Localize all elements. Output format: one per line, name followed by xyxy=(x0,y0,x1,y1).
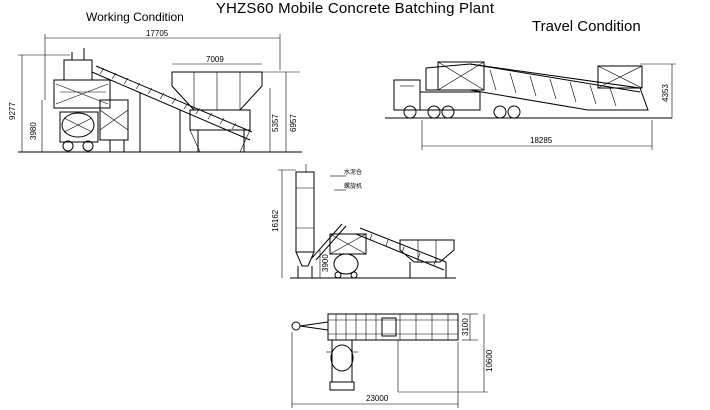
label-cement-silo: 水泥仓 xyxy=(344,168,362,176)
working-condition-view: 17705 7009 9277 3980 5357 6957 xyxy=(8,29,302,153)
dim-bin-total-height: 6957 xyxy=(289,114,298,132)
dim-working-length: 17705 xyxy=(146,29,169,38)
travel-condition-label: Travel Condition xyxy=(532,18,641,35)
dim-travel-height: 4353 xyxy=(661,84,670,102)
dim-mixer-height-b: 3900 xyxy=(321,254,330,272)
dim-hopper-width: 7009 xyxy=(206,55,224,64)
plan-view: 3100 10600 23000 xyxy=(291,313,494,408)
dim-plan-length: 23000 xyxy=(366,394,389,403)
dim-working-height: 9277 xyxy=(8,102,17,120)
dim-plan-width: 3100 xyxy=(461,318,470,336)
silo-elevation-view: 16162 水泥仓 螺旋机 3900 xyxy=(271,164,456,279)
drawing-title: YHZS60 Mobile Concrete Batching Plant xyxy=(215,0,495,17)
dim-mixer-height: 3980 xyxy=(29,122,38,140)
dim-silo-height: 16162 xyxy=(271,209,280,232)
dim-plan-depth: 10600 xyxy=(485,349,494,372)
working-condition-label: Working Condition xyxy=(86,10,184,24)
travel-condition-view: 18285 4353 xyxy=(385,61,676,150)
dim-bin-height: 5357 xyxy=(271,114,280,132)
dim-travel-length: 18285 xyxy=(530,136,553,145)
label-screw-conveyor: 螺旋机 xyxy=(344,182,362,190)
